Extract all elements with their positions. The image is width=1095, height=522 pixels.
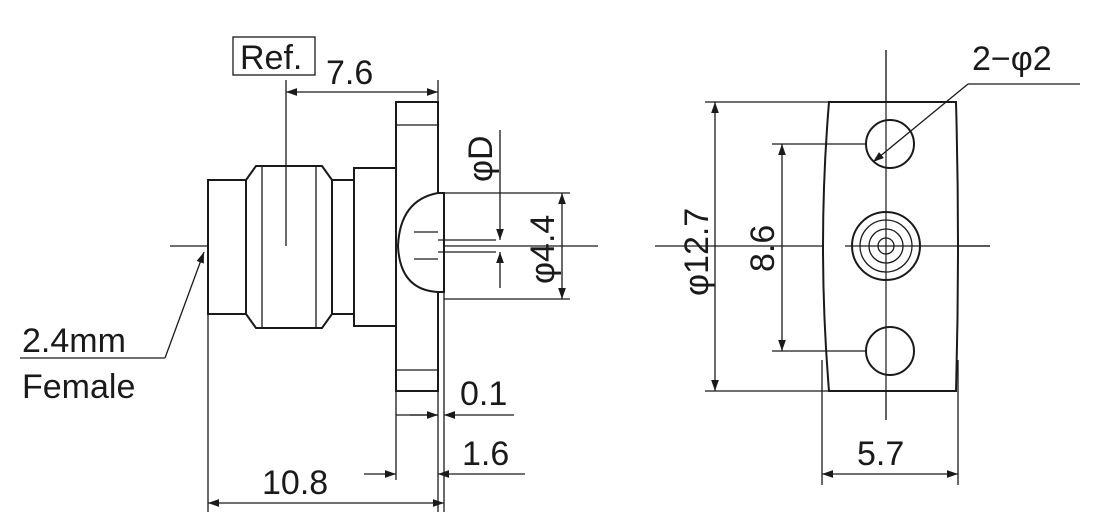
- rear-body: [353, 167, 397, 327]
- coupling-nut: [245, 165, 333, 329]
- dielectric-diameter-value: φ4.4: [524, 215, 562, 284]
- ref-label-box: [232, 36, 316, 76]
- pin-diameter-value: φD: [462, 135, 500, 182]
- connector-type-gender-label: Female: [22, 368, 135, 406]
- center-connector-mid: [859, 219, 913, 273]
- front-sleeve: [207, 179, 247, 315]
- center-pin: [877, 237, 895, 255]
- ref-length-value: 7.6: [326, 54, 373, 92]
- connector-type-leader: [164, 251, 205, 359]
- center-connector-inner: [868, 228, 904, 264]
- nut-collar: [331, 179, 355, 315]
- holes-leader: [872, 83, 969, 163]
- ref-label: Ref.: [240, 39, 302, 77]
- connector-type-size-label: 2.4mm: [22, 322, 126, 360]
- front-view: 2−φ2 φ12.7 8.6 5.7: [655, 40, 1080, 485]
- flange-height-value: φ12.7: [678, 208, 716, 296]
- gap-value: 0.1: [460, 375, 507, 413]
- hole-spacing-value: 8.6: [744, 225, 782, 272]
- center-connector-outer: [851, 211, 921, 281]
- flange-width-value: 5.7: [857, 435, 904, 473]
- holes-label: 2−φ2: [972, 40, 1052, 78]
- overall-length-value: 10.8: [262, 464, 328, 502]
- dielectric-bulge: [396, 192, 445, 293]
- side-view: 2.4mm Female Ref. 7.6 φD φ4.4 0.1 1.6: [20, 36, 598, 512]
- flange-thickness-value: 1.6: [462, 435, 509, 473]
